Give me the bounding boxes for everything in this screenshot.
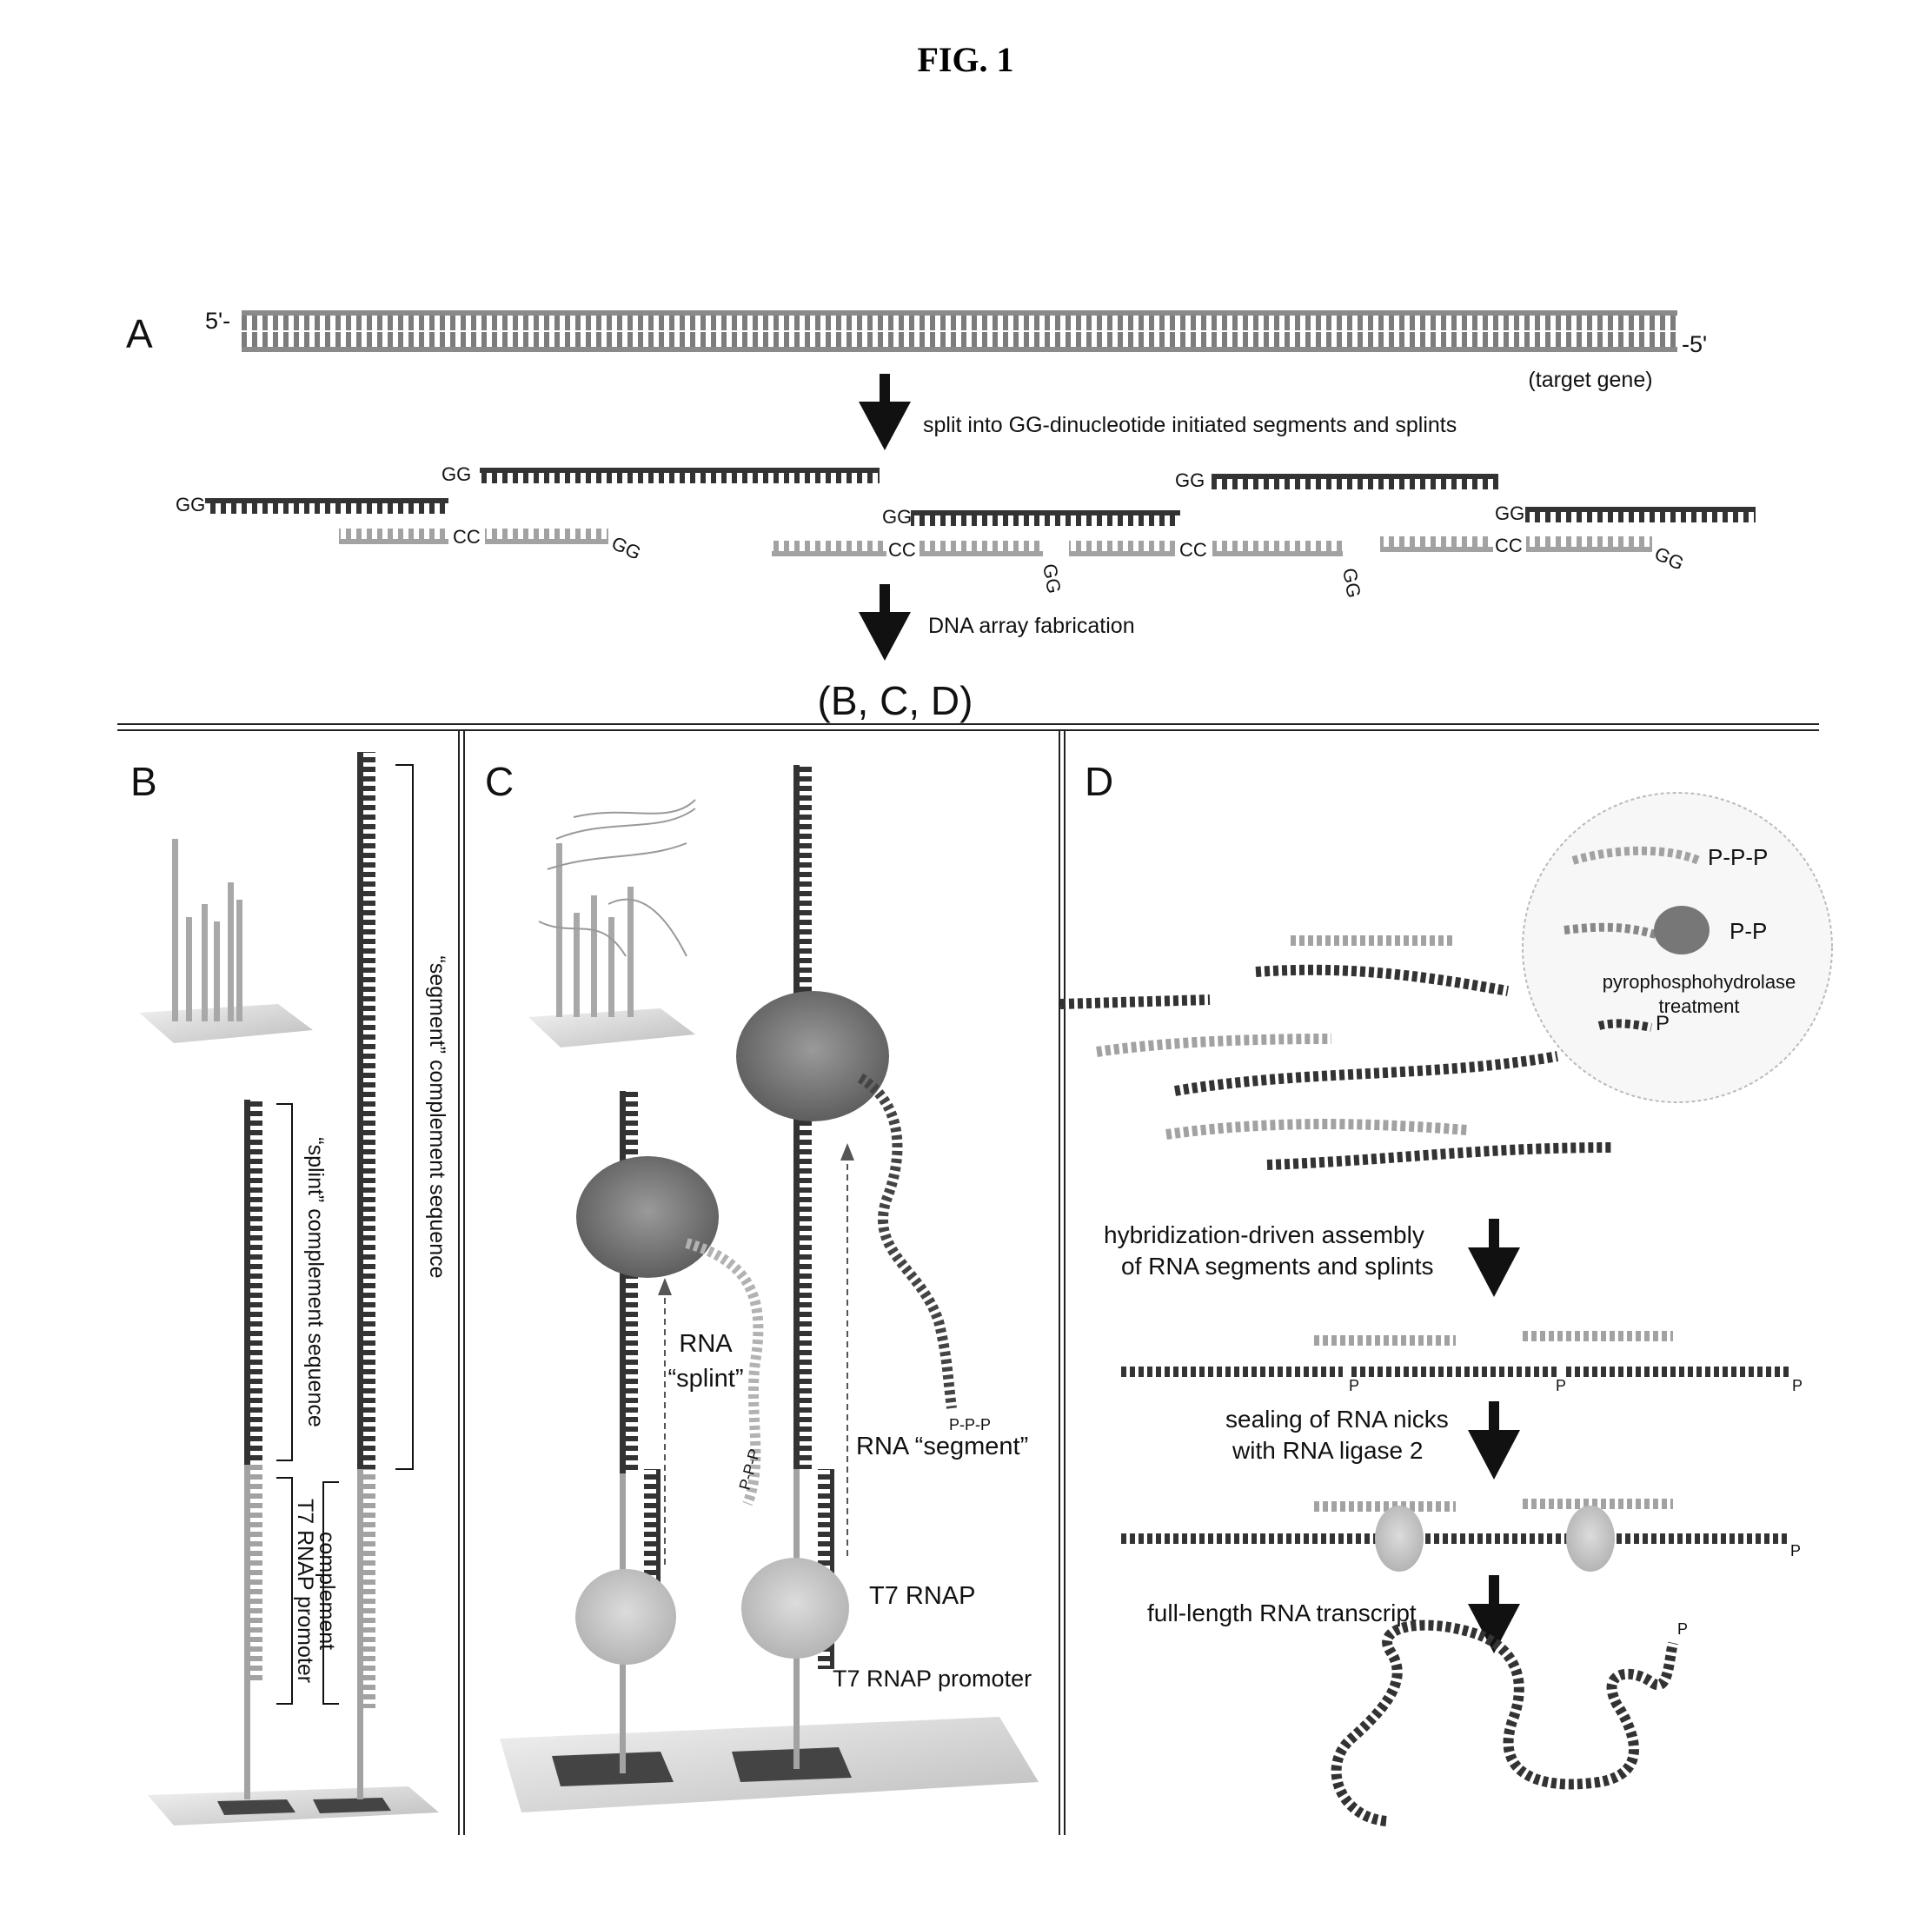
gg-label: GG: [882, 506, 912, 528]
splint-probe-strand: [244, 1100, 262, 1799]
gg-label: GG: [1039, 562, 1066, 595]
gg-label: GG: [1338, 567, 1365, 600]
hybridization-label: hybridization-driven assembly: [1104, 1221, 1424, 1248]
step-split-label: split into GG-dinucleotide initiated seg…: [923, 413, 1457, 437]
p-label: P: [1349, 1377, 1359, 1394]
t7-rnap-blob-icon: [575, 1569, 676, 1665]
target-gene-caption: (target gene): [1528, 368, 1652, 392]
gg-label: GG: [176, 494, 205, 515]
full-length-label: full-length RNA transcript: [1147, 1599, 1417, 1626]
arrow-down-icon: [1468, 1401, 1520, 1480]
pp-label: P-P: [1730, 918, 1767, 944]
sealing-label: sealing of RNA nicks: [1225, 1406, 1449, 1433]
target-gene-duplex: [242, 310, 1677, 352]
panel-a-letter: A: [126, 311, 153, 356]
panel-d: D P-P-P P-P pyrophosphohydrolase treatme…: [1060, 759, 1832, 1821]
gg-label: GG: [608, 532, 645, 564]
array-thumbnail: [139, 839, 313, 1043]
panel-b: B: [130, 752, 449, 1826]
arrow-down-icon: [1468, 1575, 1520, 1653]
p-label: P: [1790, 1542, 1801, 1560]
sealing-label-2: with RNA ligase 2: [1232, 1437, 1423, 1464]
p-label: P: [1656, 1012, 1670, 1035]
next-panels-label: (B, C, D): [818, 678, 973, 723]
t7-rnap-label: T7 RNAP: [869, 1582, 975, 1610]
rna-splint-label: RNA: [679, 1330, 733, 1358]
rna-segment-transcript: [860, 1078, 952, 1408]
p-label: P: [1792, 1377, 1803, 1394]
rna-segment-label: RNA “segment”: [856, 1433, 1028, 1460]
arrow-down-icon: [1468, 1219, 1520, 1297]
cc-label: CC: [888, 539, 916, 561]
assembled-duplex: [1121, 1336, 1790, 1372]
enzyme-icon: [1654, 906, 1710, 954]
promoter-complement-label-2: complement: [315, 1532, 339, 1650]
step-array-label: DNA array fabrication: [928, 614, 1135, 638]
ppp-label: P-P-P: [1708, 844, 1768, 870]
panel-b-letter: B: [130, 759, 157, 804]
p-label: P: [1677, 1620, 1688, 1638]
treatment-label: pyrophosphohydrolase: [1603, 971, 1796, 993]
panel-c: C: [485, 759, 1039, 1812]
panel-d-letter: D: [1085, 759, 1113, 804]
ppp-label: P-P-P: [949, 1416, 991, 1433]
full-length-transcript: [1337, 1626, 1673, 1821]
arrow-down-icon: [859, 584, 911, 661]
t7-rnap-blob-icon: [736, 991, 889, 1121]
t7-rnap-blob-icon: [576, 1156, 719, 1278]
ligase-icon: [1375, 1506, 1424, 1572]
gg-label: GG: [1495, 502, 1524, 524]
segment-probe-strand: [357, 752, 375, 1799]
t7-rnap-blob-icon: [741, 1558, 849, 1659]
five-prime-right-label: -5': [1682, 331, 1707, 357]
array-thumbnail-transcribing: [528, 800, 695, 1047]
arrow-down-icon: [859, 374, 911, 450]
hybridization-label-2: of RNA segments and splints: [1121, 1253, 1434, 1280]
panel-c-letter: C: [485, 759, 514, 804]
cc-label: CC: [453, 526, 481, 548]
gg-label: GG: [442, 463, 471, 485]
panel-a: A 5'- -5' (target gene) split into GG-di…: [126, 308, 1756, 723]
figure-title: FIG. 1: [917, 40, 1013, 79]
treatment-label-2: treatment: [1659, 995, 1740, 1017]
five-prime-left-label: 5'-: [205, 308, 230, 334]
t7-promoter-label: T7 RNAP promoter: [833, 1666, 1032, 1692]
ligase-icon: [1566, 1506, 1615, 1572]
cc-label: CC: [1495, 535, 1523, 556]
array-base: [148, 1786, 439, 1826]
promoter-complement-label: T7 RNAP promoter: [293, 1499, 317, 1683]
p-label: P: [1556, 1377, 1566, 1394]
splint-complement-label: “splint” complement sequence: [303, 1137, 328, 1427]
gg-label: GG: [1651, 542, 1688, 575]
gg-label: GG: [1175, 469, 1205, 491]
segment-complement-label: “segment” complement sequence: [425, 955, 449, 1278]
segments-and-splints: GG GG GG CC GG GG GG: [176, 463, 1756, 600]
sealed-duplex: [1121, 1504, 1790, 1539]
rna-splint-label-2: “splint”: [667, 1365, 743, 1393]
cc-label: CC: [1179, 539, 1207, 561]
